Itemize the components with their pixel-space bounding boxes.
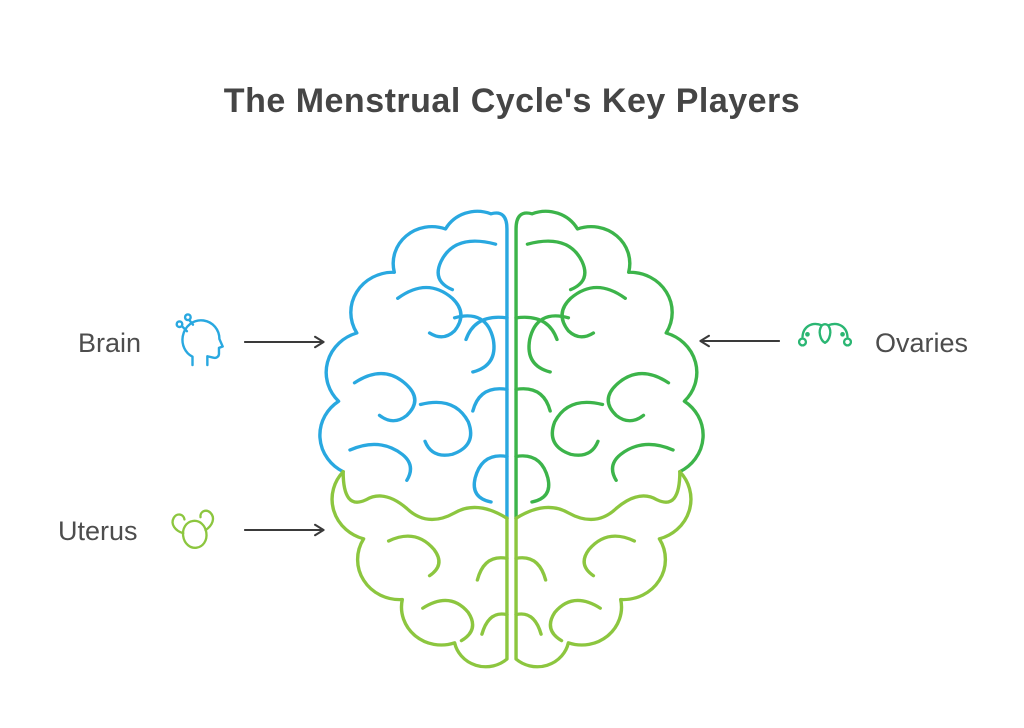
arrow-right-icon <box>244 523 334 537</box>
arrow-left-icon <box>690 334 780 348</box>
head-profile-icon <box>173 312 225 368</box>
page-title: The Menstrual Cycle's Key Players <box>223 82 801 120</box>
brain-top-view-illustration <box>284 177 739 697</box>
lower-lobes-outline <box>330 470 693 669</box>
right-hemisphere-outline <box>514 209 705 520</box>
ovaries-icon <box>798 317 852 357</box>
arrow-right-icon <box>244 335 334 349</box>
ovaries-label: Ovaries <box>875 328 969 358</box>
uterus-icon <box>164 499 225 560</box>
left-hemisphere-outline <box>318 209 509 520</box>
brain-label: Brain <box>78 328 142 358</box>
uterus-label: Uterus <box>58 516 138 546</box>
